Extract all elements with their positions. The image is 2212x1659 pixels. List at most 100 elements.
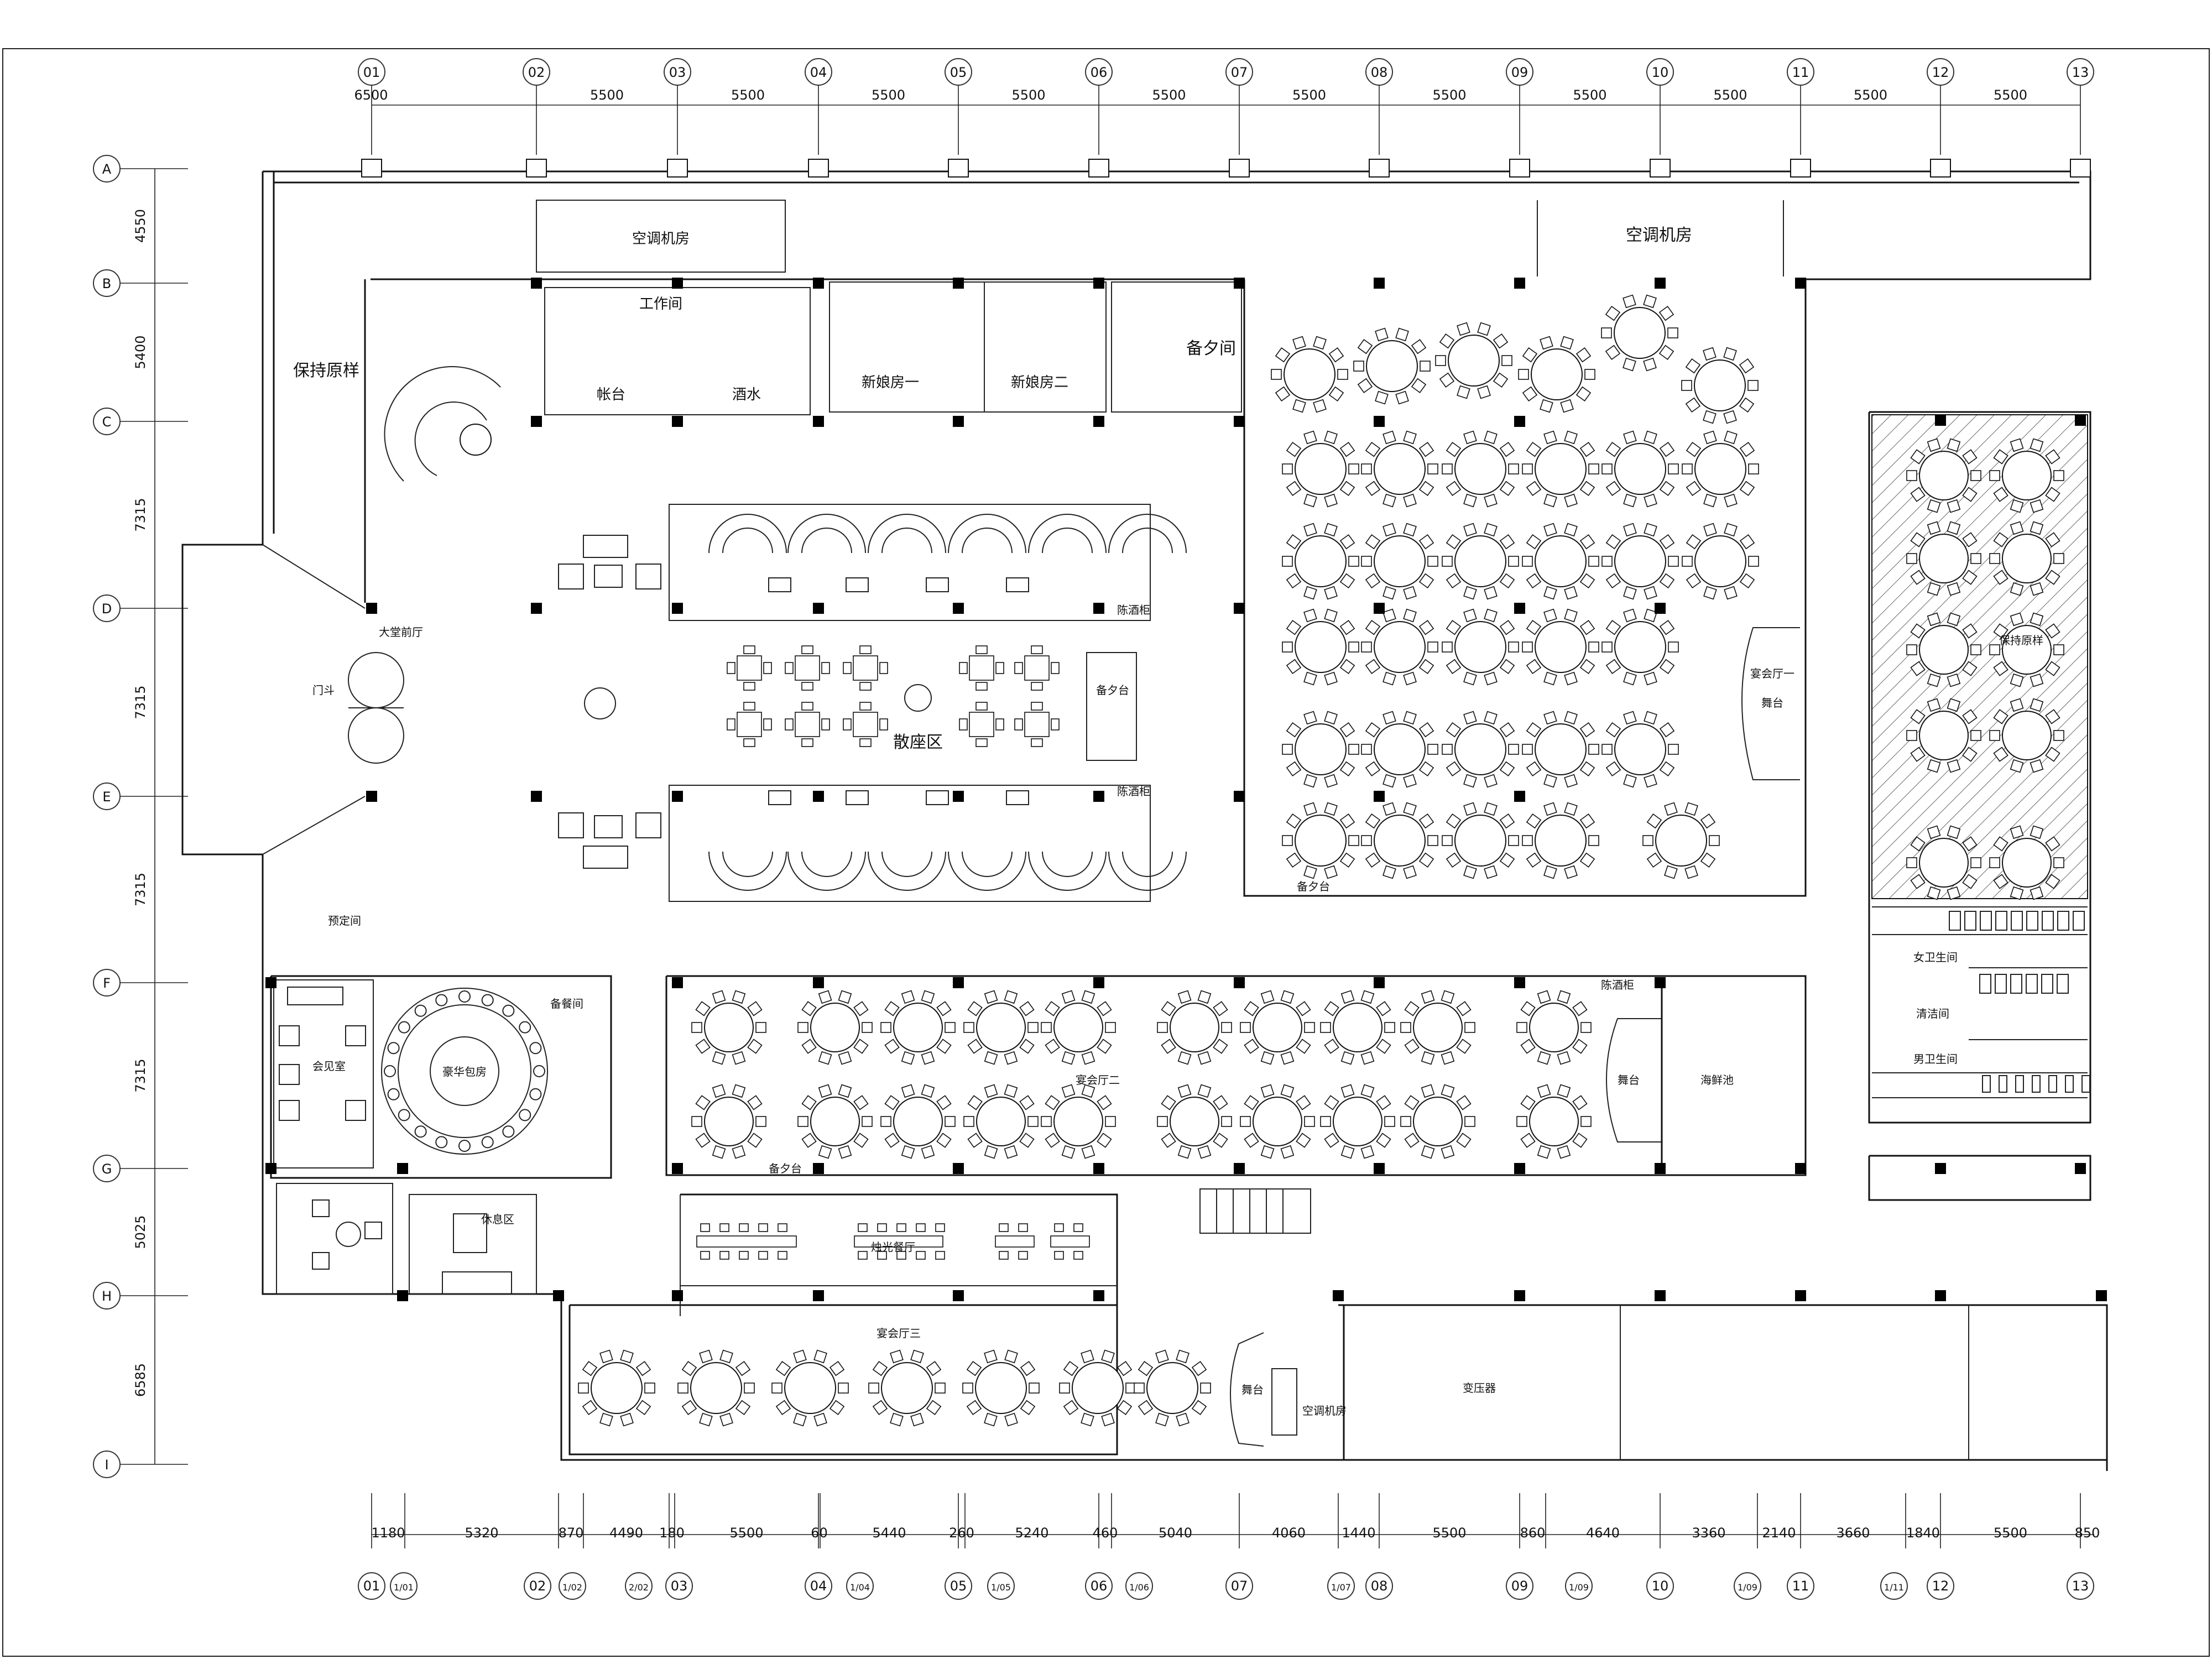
table-top xyxy=(1374,443,1426,495)
round-table xyxy=(1906,825,1981,900)
table-top xyxy=(1614,535,1666,587)
grid-column-label: 05 xyxy=(950,65,967,80)
chair xyxy=(1947,825,1961,839)
chair xyxy=(1543,711,1557,725)
chair xyxy=(735,1361,751,1376)
table-top xyxy=(1170,1003,1219,1052)
chair xyxy=(2030,438,2044,452)
chair xyxy=(1623,711,1637,725)
chair xyxy=(1260,990,1275,1004)
chair xyxy=(1579,620,1595,635)
chair xyxy=(1403,671,1417,686)
long-table xyxy=(1050,1223,1090,1260)
chair xyxy=(1643,357,1657,372)
chair xyxy=(1910,661,1926,676)
table-top xyxy=(1454,443,1506,495)
chair xyxy=(1456,1133,1472,1148)
chair xyxy=(862,1116,873,1127)
left-dimension-value: 7315 xyxy=(133,873,148,906)
keep-original-area xyxy=(1871,414,2088,899)
chair xyxy=(1685,397,1701,413)
bottom-axis-bubble: 09 xyxy=(1506,1572,1533,1600)
vestibule-label: 门斗 xyxy=(312,684,335,697)
chair xyxy=(1703,430,1717,445)
pier xyxy=(361,159,382,178)
chair xyxy=(1493,372,1509,388)
chair xyxy=(1522,386,1538,401)
chair xyxy=(739,1251,749,1260)
chair xyxy=(1564,711,1578,725)
chair xyxy=(1161,1095,1176,1110)
bottom-dimension-value: 4490 xyxy=(609,1525,643,1541)
chair xyxy=(1543,493,1557,508)
chair xyxy=(975,702,988,711)
chair xyxy=(801,1001,817,1016)
booth-table xyxy=(1042,528,1093,554)
chair xyxy=(1501,355,1512,366)
bottom-axis-bubble: 10 xyxy=(1646,1572,1674,1600)
chair xyxy=(1134,1383,1145,1394)
bottom-axis-bubble: 01 xyxy=(358,1572,385,1600)
column xyxy=(1795,1163,1806,1174)
column xyxy=(1234,1163,1245,1174)
chair xyxy=(1962,836,1978,852)
bottom-axis-label: 04 xyxy=(810,1578,827,1594)
chair xyxy=(1324,1095,1339,1110)
chair xyxy=(1910,487,1926,502)
table-top xyxy=(1146,1362,1198,1414)
chair xyxy=(910,1412,924,1427)
chair xyxy=(880,1022,891,1033)
pier xyxy=(1790,159,1811,178)
table-top xyxy=(810,1003,860,1052)
bottom-dimension-value: 850 xyxy=(2075,1525,2100,1541)
urinal xyxy=(2081,1075,2090,1093)
chair xyxy=(1303,523,1317,537)
chair xyxy=(2010,698,2024,712)
round-table xyxy=(578,1349,655,1427)
round-table xyxy=(1442,802,1519,879)
chair xyxy=(775,1400,791,1415)
chair xyxy=(1910,874,1926,889)
seafood-label: 海鲜池 xyxy=(1700,1073,1734,1087)
bottom-dimension-value: 870 xyxy=(559,1525,584,1541)
booth-sofa xyxy=(1108,851,1187,891)
square-table xyxy=(785,702,830,747)
grid-bubble-col: 12 xyxy=(1927,58,1954,86)
chair xyxy=(1703,347,1717,361)
chair xyxy=(1557,1145,1571,1159)
chair xyxy=(1464,1022,1475,1033)
chair xyxy=(1526,534,1542,550)
chair xyxy=(1365,442,1381,457)
chair xyxy=(1623,493,1637,508)
booth-sofa xyxy=(868,851,946,891)
top-dimension-value: 5500 xyxy=(1573,87,1606,103)
chair xyxy=(1659,573,1675,588)
chair xyxy=(2045,570,2060,585)
chair xyxy=(1623,608,1637,623)
chair xyxy=(1588,556,1599,567)
chair xyxy=(801,702,813,711)
chair xyxy=(458,1140,471,1152)
bottom-axis-circle xyxy=(1365,1572,1393,1600)
top-dimension-value: 5500 xyxy=(1994,87,2027,103)
chair xyxy=(1522,463,1533,474)
chair xyxy=(1324,430,1338,445)
chair xyxy=(1605,442,1621,457)
small-table xyxy=(768,577,791,592)
keep-original-2-label: 保持原样 xyxy=(1999,634,2043,647)
column xyxy=(531,416,542,427)
chair xyxy=(1004,1349,1018,1364)
chair xyxy=(1027,1116,1039,1127)
chair xyxy=(1572,1001,1588,1016)
chair xyxy=(1221,1116,1232,1127)
column xyxy=(1514,977,1525,988)
column xyxy=(672,977,683,988)
chair xyxy=(778,1223,787,1232)
chair xyxy=(1442,463,1453,474)
table-top xyxy=(1919,711,1969,760)
seating-booths-bottom xyxy=(669,785,1151,902)
table-top xyxy=(1284,348,1335,400)
chair xyxy=(620,1349,634,1364)
chair xyxy=(1605,306,1621,321)
chair xyxy=(1117,1361,1133,1376)
